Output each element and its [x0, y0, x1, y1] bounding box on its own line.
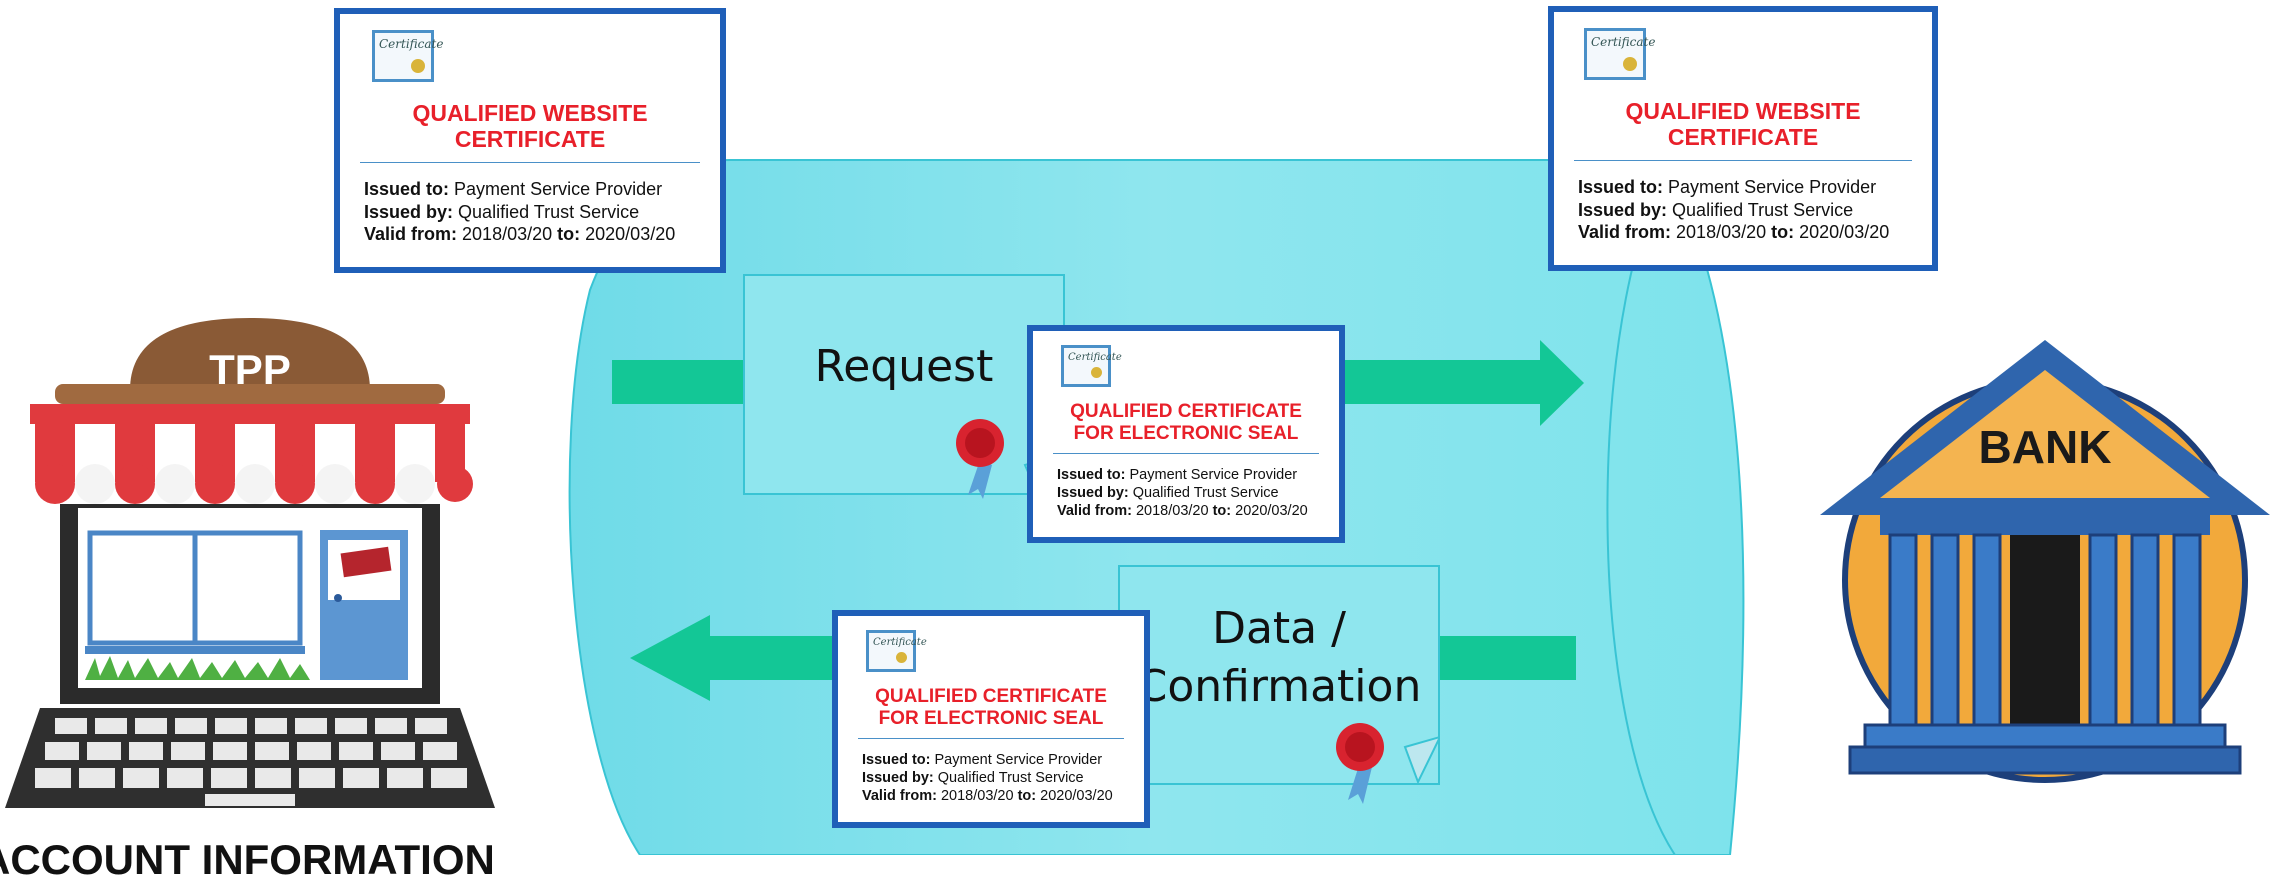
certificate-title: QUALIFIED CERTIFICATE FOR ELECTRONIC SEA…: [838, 686, 1144, 730]
logo-text: Certificate: [1068, 352, 1122, 363]
title-line2: CERTIFICATE: [1667, 124, 1819, 151]
qualified-seal-certificate-request: Certificate QUALIFIED CERTIFICATE FOR EL…: [1027, 325, 1345, 543]
certificate-details: Issued to: Payment Service Provider Issu…: [364, 178, 675, 246]
bank-building-icon: [1820, 340, 2270, 783]
certificate-logo-icon: Certificate: [1584, 28, 1655, 80]
logo-text: Certificate: [873, 637, 927, 648]
certificate-title: QUALIFIED WEBSITE CERTIFICATE: [340, 100, 720, 153]
response-label-line1: Data /: [1212, 603, 1346, 654]
issued-by-label: Issued by:: [862, 770, 934, 787]
response-arrow-shaft-right: [1440, 636, 1576, 680]
qualified-website-certificate-right: Certificate QUALIFIED WEBSITE CERTIFICAT…: [1548, 6, 1938, 271]
issued-to-label: Issued to:: [1578, 177, 1664, 197]
certificate-title: QUALIFIED WEBSITE CERTIFICATE: [1554, 98, 1932, 151]
valid-from-value: 2018/03/20: [1676, 222, 1767, 242]
certificate-details: Issued to: Payment Service Provider Issu…: [1578, 176, 1889, 244]
issued-to-value: Payment Service Provider: [454, 179, 663, 199]
certificate-details: Issued to: Payment Service Provider Issu…: [1057, 466, 1308, 520]
issued-by-value: Qualified Trust Service: [458, 201, 640, 222]
valid-from-value: 2018/03/20: [940, 788, 1014, 805]
valid-from-label: Valid from:: [1057, 503, 1132, 520]
request-document: Request: [743, 274, 1065, 495]
issued-to-label: Issued to:: [1057, 467, 1126, 483]
tpp-storefront-laptop-icon: [5, 318, 495, 808]
valid-to-label: to:: [1017, 788, 1037, 805]
title-line2: FOR ELECTRONIC SEAL: [1073, 422, 1299, 444]
valid-from-label: Valid from:: [1578, 222, 1672, 242]
logo-text: Certificate: [1591, 35, 1656, 49]
valid-to-value: 2020/03/20: [1040, 788, 1113, 805]
certificate-logo-icon: Certificate: [1061, 345, 1122, 387]
issued-by-value: Qualified Trust Service: [1672, 199, 1854, 220]
bank-label: BANK: [1978, 421, 2112, 473]
issued-to-label: Issued to:: [364, 179, 450, 199]
title-line1: QUALIFIED WEBSITE: [1625, 98, 1861, 124]
issued-by-value: Qualified Trust Service: [937, 770, 1084, 787]
issued-by-label: Issued by:: [1578, 199, 1668, 220]
valid-to-value: 2020/03/20: [585, 224, 676, 244]
response-label-line2: Confirmation: [1136, 661, 1422, 712]
request-label: Request: [814, 341, 994, 392]
request-arrow-shaft-right: [1345, 360, 1545, 404]
valid-to-label: to:: [1212, 503, 1232, 520]
account-information-label: ACCOUNT INFORMATION: [0, 836, 495, 883]
request-arrow-shaft-left: [612, 360, 747, 404]
issued-to-value: Payment Service Provider: [1129, 467, 1298, 483]
issued-to-value: Payment Service Provider: [1668, 177, 1877, 197]
title-line1: QUALIFIED WEBSITE: [412, 100, 648, 126]
response-arrow-head: [630, 615, 710, 701]
issued-by-label: Issued by:: [364, 201, 454, 222]
qualified-seal-certificate-response: Certificate QUALIFIED CERTIFICATE FOR EL…: [832, 610, 1150, 828]
qualified-website-certificate-left: Certificate QUALIFIED WEBSITE CERTIFICAT…: [334, 8, 726, 273]
title-line1: QUALIFIED CERTIFICATE: [1070, 401, 1302, 422]
valid-from-label: Valid from:: [364, 224, 458, 244]
valid-from-label: Valid from:: [862, 788, 937, 805]
title-line1: QUALIFIED CERTIFICATE: [875, 686, 1107, 707]
certificate-details: Issued to: Payment Service Provider Issu…: [862, 751, 1113, 805]
certificate-logo-icon: Certificate: [372, 30, 443, 82]
valid-from-value: 2018/03/20: [462, 224, 553, 244]
request-arrow-head: [1540, 340, 1584, 426]
valid-to-value: 2020/03/20: [1799, 222, 1890, 242]
tpp-label: TPP: [209, 346, 291, 393]
issued-by-label: Issued by:: [1057, 485, 1129, 502]
valid-to-label: to:: [557, 224, 581, 244]
issued-to-value: Payment Service Provider: [934, 752, 1103, 768]
response-arrow-shaft-left: [708, 636, 838, 680]
title-line2: CERTIFICATE: [454, 126, 606, 153]
issued-by-value: Qualified Trust Service: [1132, 485, 1279, 502]
logo-text: Certificate: [379, 37, 444, 51]
valid-from-value: 2018/03/20: [1135, 503, 1209, 520]
title-line2: FOR ELECTRONIC SEAL: [878, 707, 1104, 729]
certificate-logo-icon: Certificate: [866, 630, 927, 672]
valid-to-label: to:: [1771, 222, 1795, 242]
valid-to-value: 2020/03/20: [1235, 503, 1308, 520]
response-seal-icon: [1336, 723, 1440, 804]
issued-to-label: Issued to:: [862, 752, 931, 768]
certificate-title: QUALIFIED CERTIFICATE FOR ELECTRONIC SEA…: [1033, 401, 1339, 445]
